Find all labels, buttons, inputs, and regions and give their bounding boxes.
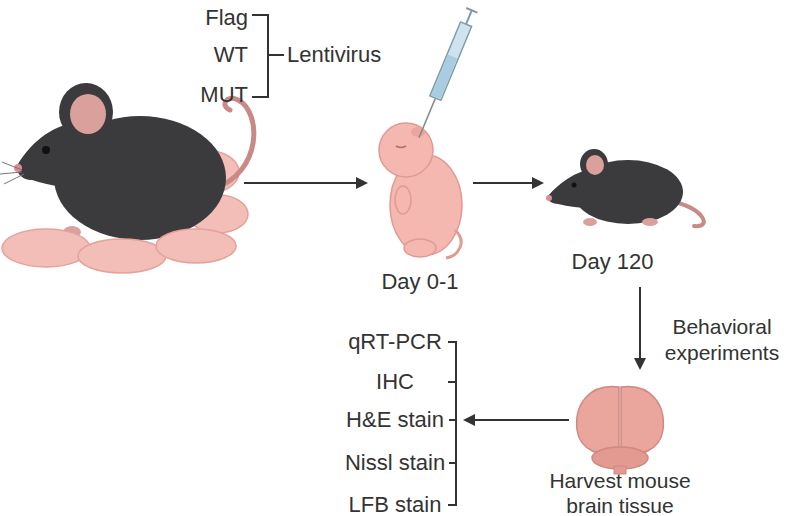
flow-arrow — [465, 419, 569, 421]
bracket — [252, 15, 284, 97]
pup-eye — [396, 146, 406, 148]
pup-head — [379, 123, 433, 177]
mouse-eye — [42, 146, 50, 154]
syringe-needle — [419, 98, 435, 138]
flow-arrow — [244, 182, 360, 184]
node-text: qRT-PCR — [335, 329, 455, 355]
mouse-paw — [642, 218, 658, 226]
node-text: LFB stain — [335, 492, 455, 516]
adult-stage: Day 120 — [545, 125, 710, 275]
syringe-cap — [466, 8, 477, 13]
mouse-whiskers — [0, 162, 24, 184]
syringe-fluid — [431, 55, 457, 99]
pup-shape — [78, 239, 166, 273]
bracket — [448, 342, 456, 505]
annotation-label: WT — [150, 42, 248, 68]
mouse-ear — [59, 83, 113, 141]
annotation-label: Flag — [150, 5, 248, 31]
pup-tail — [446, 230, 461, 258]
annotation-label: Lentivirus — [287, 42, 417, 68]
flow-arrow — [639, 287, 641, 368]
node-text: Day 0-1 — [350, 269, 490, 295]
mouse-ear-inner — [586, 155, 604, 175]
assay-list: qRT-PCR IHC H&E stainNissl stainLFB stain — [335, 322, 462, 516]
syringe-barrel — [430, 22, 472, 101]
pup-leg — [404, 239, 436, 257]
mouse-ear-inner — [70, 94, 106, 134]
syringe-plunger — [466, 10, 472, 24]
annotation-label: MUT — [150, 82, 248, 108]
node-text: Harvest mouse brain tissue — [540, 468, 700, 516]
node-text: IHC — [335, 369, 455, 395]
edge-label: Behavioral experiments — [655, 314, 789, 366]
mouse-nose — [546, 195, 552, 201]
flow-arrow — [473, 182, 542, 184]
syringe — [413, 8, 477, 140]
mouse-eye — [572, 183, 577, 188]
brain-hemisphere — [621, 387, 663, 454]
node-text: Nissl stain — [335, 450, 455, 476]
node-text: H&E stain — [335, 407, 455, 433]
brain-hemisphere — [577, 387, 619, 454]
brain-harvest: Harvest mouse brain tissue — [572, 380, 668, 516]
arrow-head — [356, 177, 368, 189]
mouse-paw — [583, 218, 597, 226]
pup-shape — [2, 229, 90, 267]
node-text: Day 120 — [530, 249, 695, 275]
pup-shape — [156, 229, 236, 263]
pup-stage: Day 0-1 — [370, 110, 470, 295]
pup-arm — [395, 186, 411, 214]
mouse-tail — [675, 202, 704, 226]
mouse-ear — [580, 149, 608, 179]
